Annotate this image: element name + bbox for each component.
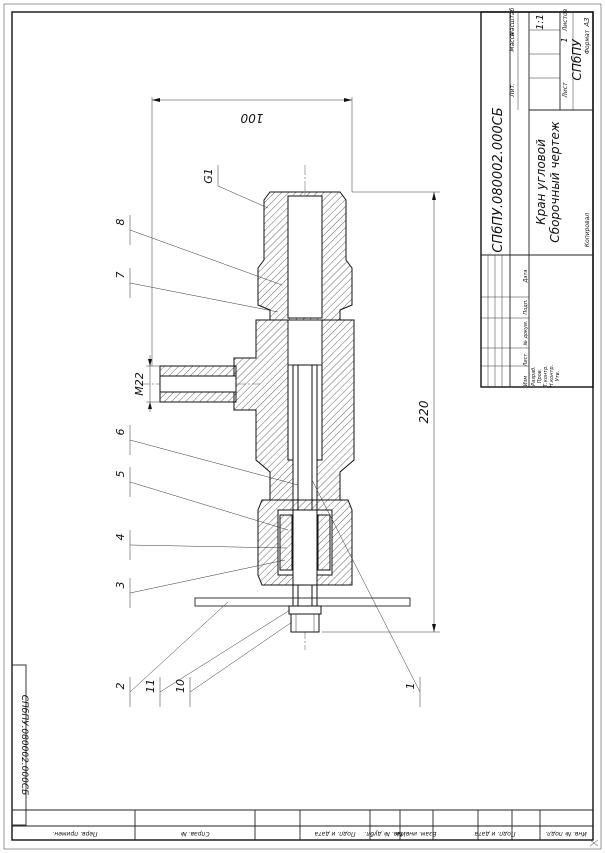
sign-header-3: Подп. [523,299,529,314]
sign-role-1: Пров. [537,369,543,384]
scale-value: 1:1 [535,14,546,30]
sign-role-4: Утв. [555,371,561,382]
sheet-number: 1 [560,37,569,42]
sheets-label: Листов [562,8,569,32]
title-line-2: Сборочный чертеж [548,121,562,243]
margin-label-6: Инв. № подл. [545,830,586,837]
callout-7: 7 [114,272,127,279]
format-value: А3 [583,17,591,27]
spindle-through-gland [292,509,318,586]
margin-label-3: Инв. № дубл. [364,830,405,837]
dim-m22-label: M22 [133,372,146,396]
margin-label-1: Справ. № [180,830,209,837]
callout-3: 3 [114,582,127,589]
dim-100-label: 100 [240,111,263,125]
document-code: СПбПУ.080002.000СБ [491,107,506,252]
thread-g1-callout: G1 [202,165,269,209]
lit-label: Лит. [509,83,516,98]
margin-label-2: Подп. и дата [314,830,355,837]
callout-10: 10 [174,679,187,693]
scale-label: Масштаб [509,7,516,36]
sheet-label: Лист [562,82,569,99]
margin-label-0: Перв. примен. [52,830,97,837]
branch-bore [159,375,237,393]
margin-label-4: Взам. инв. № [396,830,437,837]
callout-1: 1 [404,683,417,690]
sign-header-2: № докум. [523,321,529,347]
corner-mark [589,839,599,847]
valve-assembly [140,165,411,650]
bottom-margin-strip: Перв. примен. Справ. № Подп. и дата Инв.… [12,809,593,840]
packing-part-5b [317,514,331,571]
margin-label-5: Подп. и дата [474,830,515,837]
callout-4: 4 [114,534,127,541]
title-line-1: Кран угловой [534,139,548,225]
packing-part-5 [279,514,293,571]
callout-leaders: 8 7 6 5 4 3 2 11 10 1 [114,215,421,707]
sign-role-0: Разраб. [531,366,537,386]
side-code-box: СПбПУ.080002.000СБ [11,664,29,826]
washer-part-11 [288,605,322,615]
side-document-code: СПбПУ.080002.000СБ [19,695,29,796]
sign-header-1: Лист [523,353,529,368]
dim-220-label: 220 [417,400,431,423]
sign-role-3: Н.контр. [549,365,555,387]
spindle-core [297,364,313,626]
callout-5: 5 [114,471,127,478]
nut-part-10 [290,613,320,633]
nut-bore [287,195,323,319]
callout-2: 2 [114,683,127,690]
inner-frame [11,11,594,841]
callout-8: 8 [114,219,127,226]
sign-header-4: Дата [523,270,529,284]
dimension-100: 100 [151,97,353,366]
sign-header-0: Изм [523,376,529,386]
dimension-220: 220 [322,191,440,633]
dimension-m22: M22 [133,355,160,412]
outer-border [3,3,602,850]
organization: СПбПУ [570,39,584,81]
callout-6: 6 [114,429,127,436]
callout-11: 11 [144,679,157,693]
thread-g1-label: G1 [202,168,215,184]
format-label: Формат [584,29,591,54]
title-block: СПбПУ.080002.000СБ Кран угловой Сборочны… [480,7,594,388]
sign-role-2: Т.контр. [543,365,549,387]
mass-label: Масса [509,32,516,51]
copied-label: Копировал [584,213,591,247]
